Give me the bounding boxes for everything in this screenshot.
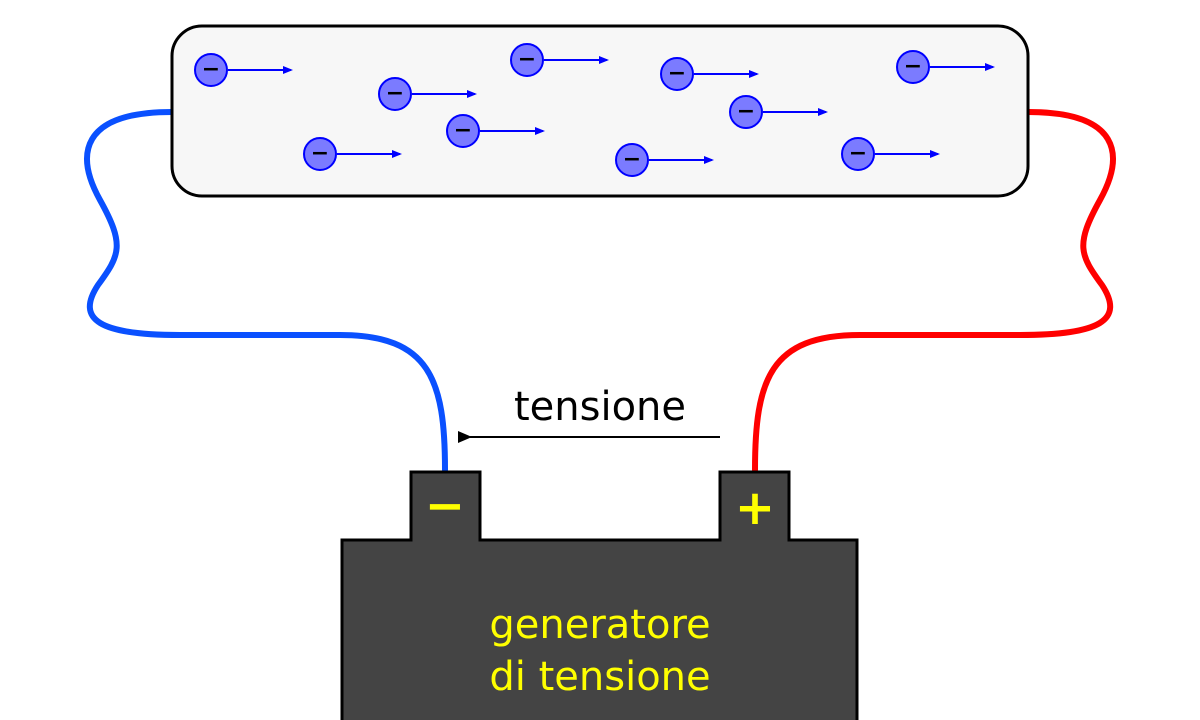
negative-terminal-sign: − <box>425 478 465 534</box>
electron <box>446 114 480 148</box>
generator-label-line1: generatore <box>489 602 710 648</box>
electron-charge-sign: − <box>668 61 686 86</box>
electron <box>729 95 763 129</box>
conductor <box>170 24 1030 198</box>
electron-charge-sign: − <box>454 118 472 143</box>
positive-terminal-sign: + <box>735 480 775 536</box>
electron <box>510 43 544 77</box>
electron-charge-sign: − <box>311 141 329 166</box>
electron-charge-sign: − <box>623 147 641 172</box>
electron <box>378 77 412 111</box>
electron <box>896 50 930 84</box>
battery-body <box>340 470 859 720</box>
electron-charge-sign: − <box>849 141 867 166</box>
generator-label-line2: di tensione <box>489 654 710 700</box>
negative-wire <box>84 109 448 473</box>
electron-charge-sign: − <box>904 54 922 79</box>
voltage-label: tensione <box>514 384 686 430</box>
electron <box>303 137 337 171</box>
electron-charge-sign: − <box>737 99 755 124</box>
electron <box>660 57 694 91</box>
electron-group: − − − − − − − − − − <box>194 43 995 177</box>
electron <box>615 143 649 177</box>
electron-charge-sign: − <box>518 47 536 72</box>
electron-charge-sign: − <box>386 81 404 106</box>
electron <box>841 137 875 171</box>
electron-charge-sign: − <box>202 57 220 82</box>
electron <box>194 53 228 87</box>
positive-wire <box>752 109 1116 473</box>
